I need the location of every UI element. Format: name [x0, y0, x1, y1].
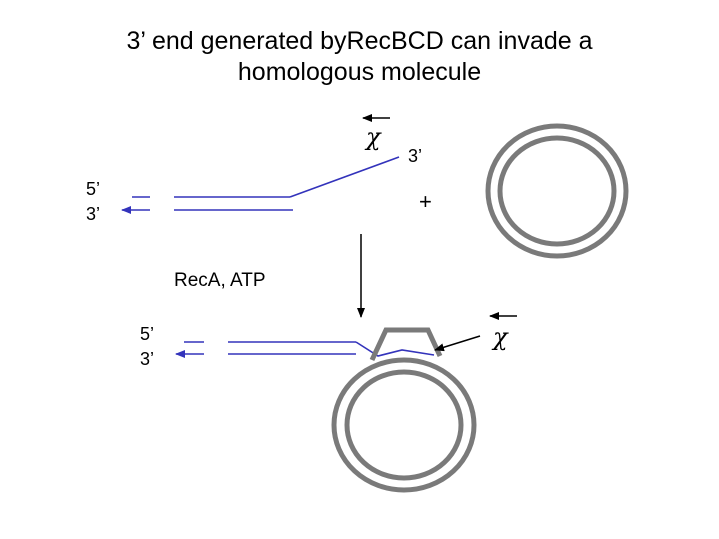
displaced-strand-loop [369, 327, 443, 362]
dloop-circle-inner [344, 369, 464, 481]
invading-3prime-strand [355, 341, 435, 357]
dloop-circle-outer [331, 357, 477, 493]
top-5prime-label: 5’ [86, 179, 100, 199]
slide-title: 3’ end generated byRecBCD can invade a h… [0, 26, 719, 88]
single-strand-3prime-tail [289, 156, 400, 198]
bottom-3prime-label: 3’ [140, 349, 154, 369]
title-line-2: homologous molecule [237, 58, 482, 86]
chi-site-label-top: χ [364, 123, 382, 151]
plus-sign: + [419, 189, 432, 214]
title-line-1: 3’ end generated byRecBCD can invade a [126, 27, 593, 55]
circular-dna-top [485, 123, 629, 259]
chi-site-label-bottom: χ [491, 323, 509, 351]
bottom-5prime-label: 5’ [140, 324, 154, 344]
tail-3prime-label: 3’ [408, 146, 422, 166]
circular-dna-dloop [331, 327, 477, 493]
linear-dna-top [121, 156, 400, 214]
circle-outer-strand [485, 123, 629, 259]
top-3prime-label: 3’ [86, 204, 100, 224]
chi-pointer-arrow [434, 335, 481, 352]
linear-dna-bottom [175, 341, 435, 358]
circle-inner-strand [497, 135, 617, 247]
reaction-condition-label: RecA, ATP [174, 270, 266, 291]
